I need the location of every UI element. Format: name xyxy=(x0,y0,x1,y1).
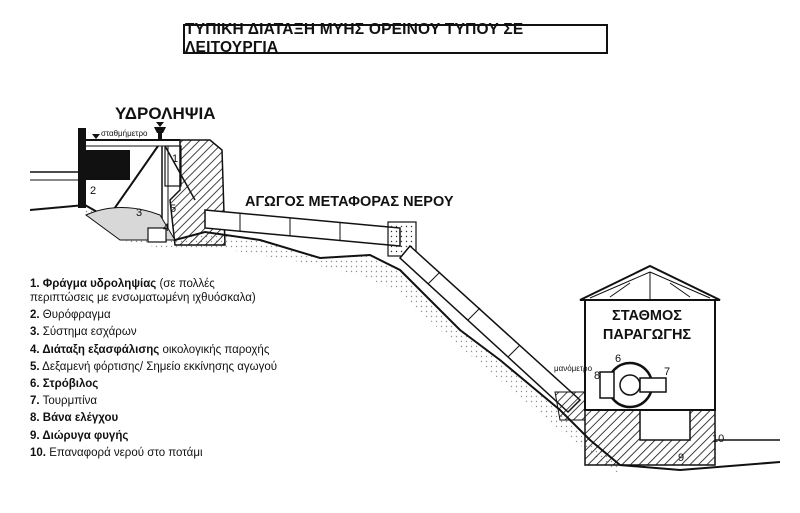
marker-2: 2 xyxy=(90,185,97,197)
power-plant-label-line1: ΣΤΑΘΜΟΣ xyxy=(612,308,682,324)
marker-8: 8 xyxy=(594,370,601,382)
marker-4: 4 xyxy=(163,222,170,234)
marker-9: 9 xyxy=(678,452,685,464)
legend-item-10: 10. Επαναφορά νερού στο ποτάμι xyxy=(30,446,203,459)
power-plant-building xyxy=(579,264,780,466)
legend-item-8: 8. Βάνα ελέγχου xyxy=(30,412,119,425)
intake-structure xyxy=(78,128,226,246)
intake-label: ΥΔΡΟΛΗΨΙΑ xyxy=(115,104,216,123)
diagram-title: ΤΥΠΙΚΗ ΔΙΑΤΑΞΗ ΜΥΗΣ ΟΡΕΙΝΟΥ ΤΥΠΟΥ ΣΕ ΛΕΙ… xyxy=(183,21,608,56)
pressure-gauge-label: μανόμετρο xyxy=(554,364,593,373)
legend-item-9: 9. Διώρυγα φυγής xyxy=(30,429,129,442)
marker-3: 3 xyxy=(136,207,143,219)
power-plant-label-line2: ΠΑΡΑΓΩΓΗΣ xyxy=(602,327,692,343)
marker-7: 7 xyxy=(664,366,671,378)
power-plant-label: ΣΤΑΘΜΟΣ ΠΑΡΑΓΩΓΗΣ xyxy=(592,307,702,345)
marker-1: 1 xyxy=(172,153,179,165)
legend-item-4: 4. Διάταξη εξασφάλισης οικολογικής παροχ… xyxy=(30,343,270,356)
marker-10: 10 xyxy=(712,433,725,445)
marker-6: 6 xyxy=(615,353,622,365)
legend-item-6: 6. Στρόβιλος xyxy=(30,377,99,390)
gauge-icon xyxy=(92,122,166,140)
legend-item-2: 2. Θυρόφραγμα xyxy=(30,309,111,322)
legend-item-3: 3. Σύστημα εσχάρων xyxy=(30,326,137,339)
penstock-label: ΑΓΩΓΟΣ ΜΕΤΑΦΟΡΑΣ ΝΕΡΟΥ xyxy=(245,194,454,210)
gauge-label: σταθμήμετρο xyxy=(101,129,148,138)
upstream-water xyxy=(30,171,85,181)
legend-item-5: 5. Δεξαμενή φόρτισης/ Σημείο εκκίνησης α… xyxy=(30,360,278,373)
marker-5: 5 xyxy=(170,203,177,215)
legend-item-7: 7. Τουρμπίνα xyxy=(30,395,98,408)
turbine xyxy=(599,361,667,409)
penstock-pipe xyxy=(398,244,586,421)
